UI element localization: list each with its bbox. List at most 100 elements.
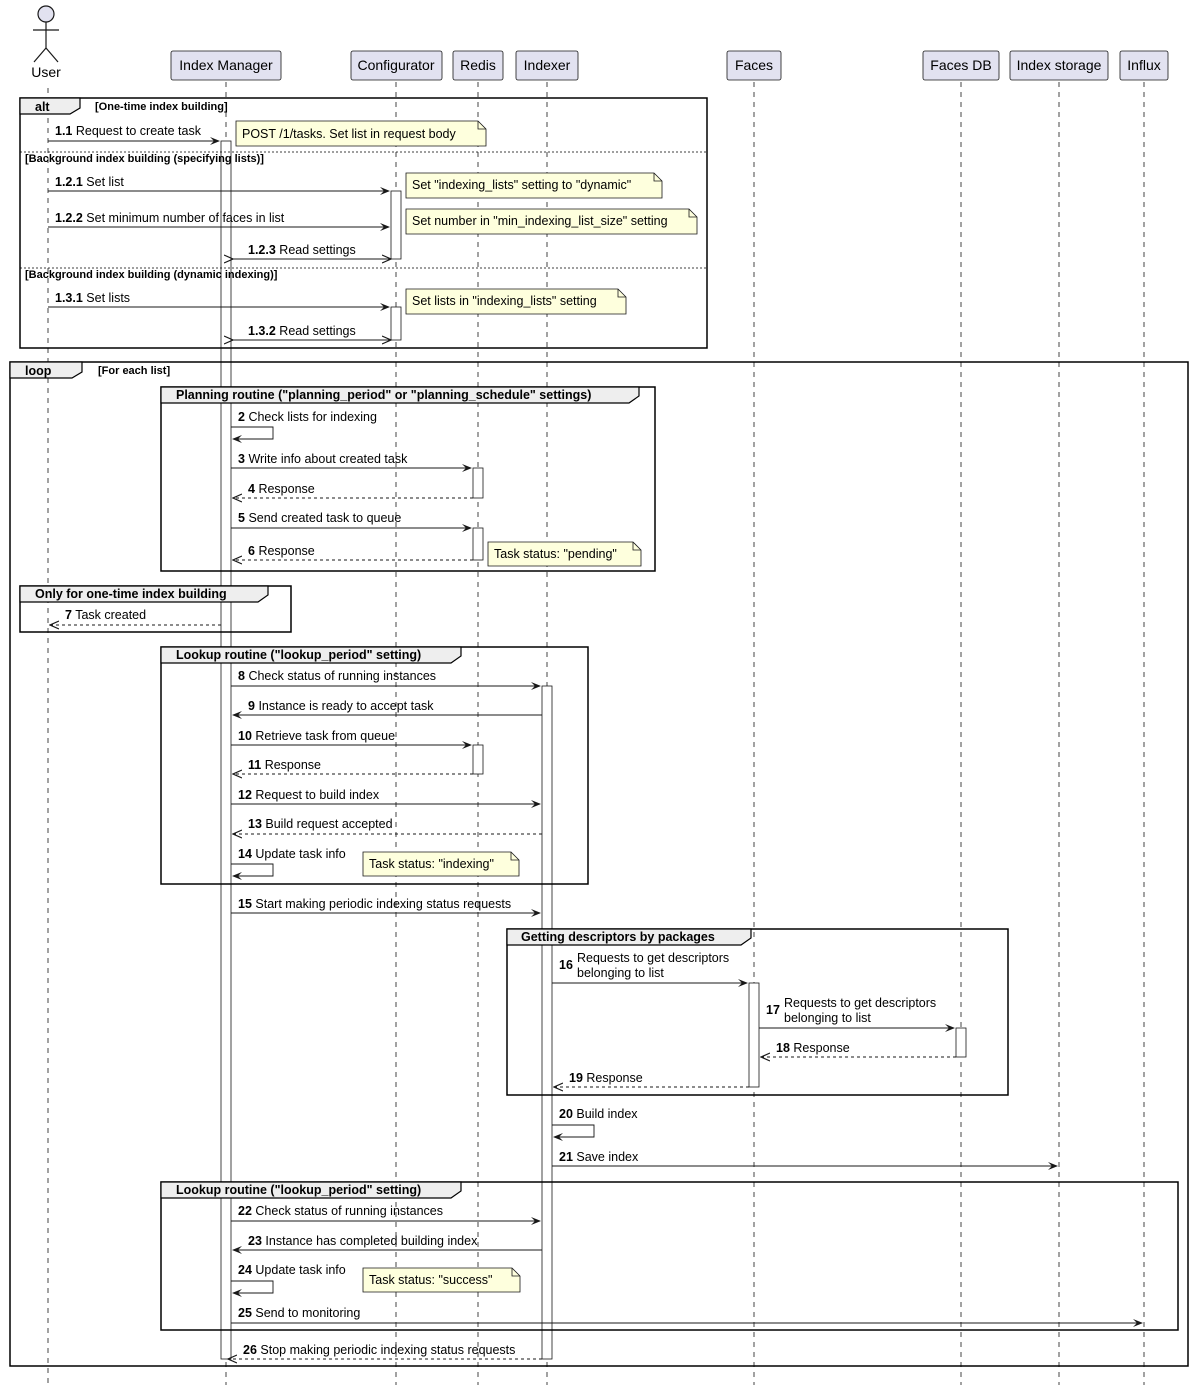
msg-15: 15 Start making periodic indexing status… bbox=[238, 897, 511, 911]
group-descriptors-title: Getting descriptors by packages bbox=[521, 930, 715, 944]
group-lookup-routine-2: Lookup routine ("lookup_period" setting) bbox=[160, 1181, 1179, 1331]
msg-5: 5 Send created task to queue bbox=[238, 511, 401, 525]
participant-influx-label: Influx bbox=[1127, 57, 1160, 73]
group-planning-routine-title: Planning routine ("planning_period" or "… bbox=[176, 388, 591, 402]
message-labels: 1.1 Request to create task 1.2.1 Set lis… bbox=[55, 124, 936, 1357]
participant-faces-db: Faces DB bbox=[922, 50, 1000, 81]
group-descriptors: Getting descriptors by packages bbox=[506, 928, 1009, 1096]
notes: POST /1/tasks. Set list in request body … bbox=[235, 120, 698, 1293]
msg-21: 21 Save index bbox=[559, 1150, 639, 1164]
activation-redis-2 bbox=[472, 527, 484, 561]
activation-configurator-2 bbox=[390, 306, 402, 341]
participant-user: User bbox=[31, 5, 61, 80]
alt-frame-kind: alt bbox=[35, 100, 50, 114]
activation-faces-db bbox=[955, 1027, 967, 1058]
msg-2: 2 Check lists for indexing bbox=[238, 410, 377, 424]
msg-1-2-3: 1.2.3 Read settings bbox=[248, 243, 356, 257]
note-success-text: Task status: "success" bbox=[369, 1273, 493, 1287]
note-indexing-text: Task status: "indexing" bbox=[369, 857, 494, 871]
msg-16-num: 16 bbox=[559, 958, 573, 972]
msg-9: 9 Instance is ready to accept task bbox=[248, 699, 434, 713]
msg-8: 8 Check status of running instances bbox=[238, 669, 436, 683]
msg-26: 26 Stop making periodic indexing status … bbox=[243, 1343, 515, 1357]
loop-frame-cond: [For each list] bbox=[98, 365, 170, 377]
msg-14: 14 Update task info bbox=[238, 847, 346, 861]
msg-24: 24 Update task info bbox=[238, 1263, 346, 1277]
note-indexing: Task status: "indexing" bbox=[362, 851, 520, 877]
msg-18: 18 Response bbox=[776, 1041, 850, 1055]
note-post: POST /1/tasks. Set list in request body bbox=[235, 120, 487, 147]
actor-icon bbox=[33, 5, 59, 63]
activation-indexer bbox=[541, 685, 553, 1360]
msg-12: 12 Request to build index bbox=[238, 788, 380, 802]
arrow-20 bbox=[552, 1124, 595, 1141]
group-one-time: Only for one-time index building bbox=[19, 585, 292, 633]
participant-index-manager: Index Manager bbox=[170, 50, 282, 81]
participant-faces-label: Faces bbox=[735, 57, 773, 73]
alt-frame-cond-2: [Background index building (specifying l… bbox=[25, 153, 264, 165]
msg-25: 25 Send to monitoring bbox=[238, 1306, 360, 1320]
note-lists: Set lists in "indexing_lists" setting bbox=[405, 288, 627, 315]
msg-17-num: 17 bbox=[766, 1003, 780, 1017]
note-dynamic-text: Set "indexing_lists" setting to "dynamic… bbox=[412, 178, 631, 192]
participant-index-manager-label: Index Manager bbox=[179, 57, 273, 73]
msg-11: 11 Response bbox=[248, 758, 321, 772]
msg-1-1: 1.1 Request to create task bbox=[55, 124, 202, 138]
note-min-size-text: Set number in "min_indexing_list_size" s… bbox=[412, 214, 668, 228]
participant-redis-label: Redis bbox=[460, 57, 496, 73]
msg-13: 13 Build request accepted bbox=[248, 817, 393, 831]
participant-configurator: Configurator bbox=[350, 50, 443, 81]
activation-redis-3 bbox=[472, 744, 484, 775]
participant-faces-db-label: Faces DB bbox=[930, 57, 991, 73]
group-one-time-title: Only for one-time index building bbox=[35, 587, 227, 601]
group-planning-routine: Planning routine ("planning_period" or "… bbox=[160, 386, 656, 572]
loop-frame-kind: loop bbox=[25, 364, 52, 378]
msg-1-2-2: 1.2.2 Set minimum number of faces in lis… bbox=[55, 211, 285, 225]
group-lookup-routine-1-title: Lookup routine ("lookup_period" setting) bbox=[176, 648, 421, 662]
alt-frame: alt [One-time index building] [Backgroun… bbox=[19, 97, 708, 349]
group-lookup-routine-1: Lookup routine ("lookup_period" setting) bbox=[160, 646, 589, 885]
activations bbox=[220, 140, 967, 1360]
group-lookup-routine-2-title: Lookup routine ("lookup_period" setting) bbox=[176, 1183, 421, 1197]
loop-frame: loop [For each list] bbox=[9, 361, 1189, 1367]
msg-16-line1: Requests to get descriptors bbox=[577, 951, 729, 965]
msg-17-line2: belonging to list bbox=[784, 1011, 871, 1025]
participant-configurator-label: Configurator bbox=[357, 57, 434, 73]
msg-16-line2: belonging to list bbox=[577, 966, 664, 980]
participant-indexer: Indexer bbox=[515, 50, 579, 81]
activation-index-manager bbox=[220, 140, 232, 1360]
msg-19: 19 Response bbox=[569, 1071, 643, 1085]
msg-1-3-2: 1.3.2 Read settings bbox=[248, 324, 356, 338]
msg-17-line1: Requests to get descriptors bbox=[784, 996, 936, 1010]
msg-10: 10 Retrieve task from queue bbox=[238, 729, 395, 743]
arrow-2 bbox=[231, 426, 274, 443]
msg-1-2-1: 1.2.1 Set list bbox=[55, 175, 124, 189]
activation-redis-1 bbox=[472, 467, 484, 499]
participant-faces: Faces bbox=[726, 50, 782, 81]
note-pending: Task status: "pending" bbox=[487, 541, 642, 567]
msg-20: 20 Build index bbox=[559, 1107, 638, 1121]
note-lists-text: Set lists in "indexing_lists" setting bbox=[412, 294, 597, 308]
arrow-14 bbox=[231, 863, 274, 880]
msg-22: 22 Check status of running instances bbox=[238, 1204, 443, 1218]
arrow-24 bbox=[231, 1280, 274, 1297]
msg-4: 4 Response bbox=[248, 482, 315, 496]
participant-indexer-label: Indexer bbox=[524, 57, 571, 73]
msg-7: 7 Task created bbox=[65, 608, 146, 622]
msg-3: 3 Write info about created task bbox=[238, 452, 408, 466]
note-min-size: Set number in "min_indexing_list_size" s… bbox=[405, 208, 698, 235]
msg-23: 23 Instance has completed building index bbox=[248, 1234, 478, 1248]
note-pending-text: Task status: "pending" bbox=[494, 547, 617, 561]
msg-1-3-1: 1.3.1 Set lists bbox=[55, 291, 130, 305]
participant-index-storage-label: Index storage bbox=[1017, 57, 1102, 73]
note-post-text: POST /1/tasks. Set list in request body bbox=[242, 127, 457, 141]
participant-redis: Redis bbox=[452, 50, 504, 81]
note-success: Task status: "success" bbox=[362, 1267, 521, 1293]
arrows bbox=[48, 137, 1143, 1359]
participant-index-storage: Index storage bbox=[1009, 50, 1109, 81]
note-dynamic: Set "indexing_lists" setting to "dynamic… bbox=[405, 172, 663, 199]
alt-frame-cond-1: [One-time index building] bbox=[95, 101, 228, 113]
alt-frame-cond-3: [Background index building (dynamic inde… bbox=[25, 269, 278, 281]
participant-influx: Influx bbox=[1119, 50, 1169, 81]
